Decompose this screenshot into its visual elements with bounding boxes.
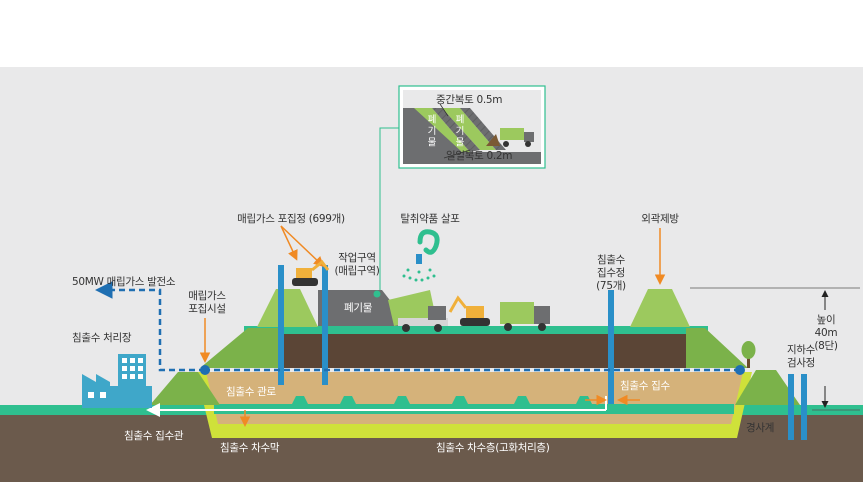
tree-icon [741, 341, 756, 368]
dump-truck-1 [388, 290, 448, 332]
upper-mound-right [630, 289, 690, 327]
excavator-top [292, 259, 330, 286]
leachate-wells-label: 침출수 집수정 (75개) [596, 254, 626, 293]
inset-intermediate-cover-label: 중간복토 0.5m [436, 94, 503, 106]
landfill-body [205, 332, 742, 368]
gas-node-left [200, 365, 210, 375]
slope-meter-label: 경사계 [746, 422, 775, 434]
power-plant-label: 50MW 매립가스 발전소 [72, 276, 176, 288]
right-berm [735, 370, 800, 405]
inset-waste-a-label: 폐기물 [425, 114, 436, 149]
leachate-collector-pipe-label: 침출수 집수관 [124, 430, 184, 442]
leachate-barrier-layer-label: 침출수 차수층(고화처리층) [436, 442, 550, 454]
outer-embankment-label: 외곽제방 [641, 213, 679, 225]
upper-mound-left [257, 289, 318, 327]
leachate-collection-label: 침출수 집수 [620, 380, 670, 392]
deodorant-spray-label: 탈취약품 살포 [400, 213, 460, 225]
top-cover [244, 326, 708, 334]
gas-facility-label: 매립가스 포집시설 [188, 290, 226, 316]
leachate-plant-label: 침출수 처리장 [72, 332, 132, 344]
inset-daily-cover-label: 일일복토 0.2m [446, 150, 513, 162]
excavator-middle [448, 295, 490, 326]
work-zone-label: 작업구역 (매립구역) [334, 252, 380, 278]
leachate-pipe-label: 침출수 관로 [226, 386, 276, 398]
gas-well-2 [322, 265, 328, 385]
right-embankment [686, 328, 748, 368]
inset-pointer [379, 127, 400, 290]
drain-bumps [292, 396, 592, 404]
gas-wells-label: 매립가스 포집정 (699개) [237, 213, 345, 225]
leachate-barrier-label: 침출수 차수막 [220, 442, 280, 454]
groundwater-well-2 [801, 374, 807, 440]
dump-truck-2 [500, 302, 550, 331]
spray-icon [402, 229, 440, 282]
gas-node-right [735, 365, 745, 375]
gas-well-1 [278, 265, 284, 385]
leachate-well [608, 290, 614, 404]
inset-box [398, 85, 546, 169]
groundwater-well-label: 지하수 검사정 [786, 344, 816, 370]
gas-wells-arrow-2 [280, 225, 325, 268]
waste-marker [373, 290, 381, 298]
waste-pile [318, 290, 410, 326]
factory-icon [82, 354, 152, 408]
left-embankment [200, 328, 280, 368]
height-label: 높이 40m (8단) [814, 314, 838, 353]
groundwater-well-1 [788, 374, 794, 440]
inset-waste-b-label: 폐기물 [453, 114, 464, 149]
left-berm [150, 372, 220, 405]
gas-to-plant-line [95, 281, 205, 372]
waste-label: 폐기물 [344, 302, 373, 314]
gas-wells-arrow-1 [280, 225, 298, 261]
